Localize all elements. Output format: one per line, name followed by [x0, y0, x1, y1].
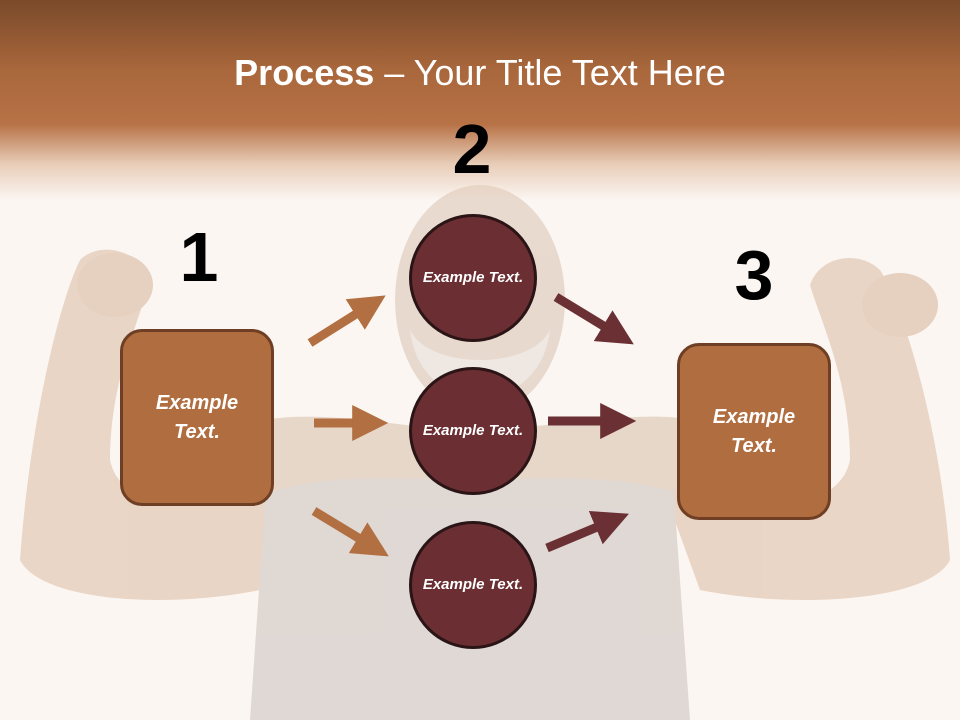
slide-title: Process – Your Title Text Here [0, 52, 960, 94]
step-1-box: Example Text. [120, 329, 274, 506]
step-number-2: 2 [452, 110, 492, 188]
circle-top-label: Example Text. [422, 269, 524, 287]
circle-bottom-label: Example Text. [422, 576, 524, 594]
step-2-circle-middle: Example Text. [409, 367, 537, 495]
step-1-label: Example Text. [155, 391, 239, 443]
step-number-3: 3 [734, 236, 774, 314]
arrow-circle-top-to-3 [553, 293, 634, 345]
circle-middle-label: Example Text. [422, 422, 524, 440]
step-2-circle-top: Example Text. [409, 214, 537, 342]
step-2-circle-bottom: Example Text. [409, 521, 537, 649]
left-arm-shape [20, 249, 300, 600]
step-3-box: Example Text. [677, 343, 831, 520]
header-band [0, 0, 960, 200]
arrow-circle-bottom-to-3 [545, 511, 629, 553]
step-number-1: 1 [179, 218, 219, 296]
right-fist-shape [862, 273, 938, 337]
title-bold: Process [234, 52, 375, 93]
left-fist-shape [77, 253, 153, 317]
arrow-1-to-circle-top [307, 295, 386, 347]
title-rest: – Your Title Text Here [374, 52, 726, 93]
arrow-1-to-circle-bottom [311, 507, 389, 557]
step-3-label: Example Text. [712, 405, 796, 457]
